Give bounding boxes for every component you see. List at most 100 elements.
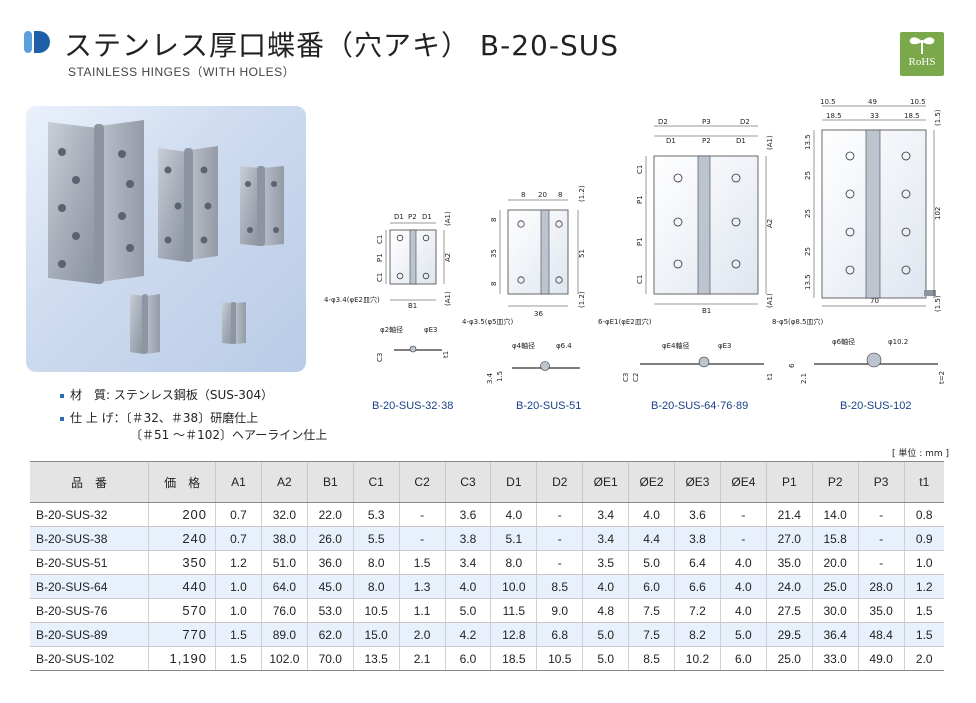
dim-102-105b: 10.5 — [910, 98, 926, 106]
column-header: P2 — [811, 461, 859, 503]
table-cell: 10.2 — [674, 646, 721, 671]
column-header: P3 — [857, 461, 905, 503]
price-cell: 240 — [148, 526, 216, 551]
dim-a1p-b: (A1) — [444, 291, 452, 306]
dim-102-15b: (1.5) — [934, 295, 942, 312]
pin-102: φ10.2 — [888, 338, 908, 346]
table-cell: - — [857, 502, 905, 527]
caption-64-76-89: B-20-SUS-64·76·89 — [651, 400, 749, 412]
pin-e3-64: φE3 — [718, 342, 732, 350]
dim-102-135b: 13.5 — [804, 274, 812, 290]
bullet-icon — [60, 393, 64, 398]
technical-drawings: D1 P2 D1 B1 C1 P1 C1 A2 (A1) (A1) 4-φ3.4… — [316, 86, 976, 416]
dim-102-21: 2.1 — [800, 373, 808, 384]
table-cell: 76.0 — [260, 598, 308, 623]
table-cell: 8.2 — [674, 622, 721, 647]
hole-note-32: 4-φ3.4(φE2皿穴) — [324, 295, 380, 304]
brand-logo-icon — [24, 31, 50, 53]
dim-102-15a: (1.5) — [934, 109, 942, 126]
column-header: ØE4 — [719, 461, 767, 503]
column-header: C2 — [398, 461, 446, 503]
table-cell: - — [719, 502, 767, 527]
dim-c1b: C1 — [376, 273, 384, 282]
column-header: 品 番 — [30, 461, 149, 503]
column-header: A2 — [260, 461, 308, 503]
pin-note-102: φ6軸径 — [832, 337, 855, 346]
table-cell: 4.4 — [628, 526, 675, 551]
dim-102-33: 33 — [870, 112, 879, 120]
table-cell: - — [536, 550, 583, 575]
table-cell: 5.0 — [582, 622, 629, 647]
spec-material: 材 質: ステンレス鋼板（SUS-304） — [60, 387, 327, 404]
table-cell: - — [857, 526, 905, 551]
dim-64-d2a: D2 — [658, 118, 668, 126]
dim-51-12b: (1.2) — [578, 291, 586, 308]
table-cell: 2.1 — [398, 646, 446, 671]
table-cell: 3.8 — [674, 526, 721, 551]
product-code-cell: B-20-SUS-38 — [30, 526, 149, 551]
dim-c1: C1 — [376, 235, 384, 244]
table-cell: 38.0 — [260, 526, 308, 551]
table-cell: 5.0 — [719, 622, 767, 647]
table-cell: 2.0 — [398, 622, 446, 647]
table-cell: 3.6 — [444, 502, 491, 527]
table-cell: 6.0 — [628, 574, 675, 599]
caption-32-38: B-20-SUS-32·38 — [372, 400, 454, 412]
column-header: C1 — [352, 461, 400, 503]
dim-64-d1a: D1 — [666, 137, 676, 145]
table-cell: 4.0 — [444, 574, 491, 599]
bullet-icon — [60, 416, 64, 421]
product-code-cell: B-20-SUS-102 — [30, 646, 149, 671]
table-cell: 5.1 — [490, 526, 537, 551]
table-cell: 30.0 — [811, 598, 859, 623]
table-cell: 36.0 — [306, 550, 354, 575]
dim-51-12a: (1.2) — [578, 185, 586, 202]
product-code-cell: B-20-SUS-89 — [30, 622, 149, 647]
dim-p1: P1 — [376, 253, 384, 262]
table-cell: 8.5 — [628, 646, 675, 671]
table-cell: 6.6 — [674, 574, 721, 599]
column-header: D1 — [490, 461, 537, 503]
product-photo — [26, 106, 306, 372]
table-cell: - — [536, 502, 583, 527]
column-header: B1 — [306, 461, 354, 503]
column-header: ØE1 — [582, 461, 629, 503]
pin-64-51: φ6.4 — [556, 342, 572, 350]
table-cell: 22.0 — [306, 502, 354, 527]
table-cell: 1.5 — [903, 598, 944, 623]
table-cell: 51.0 — [260, 550, 308, 575]
dim-102-h102: 102 — [934, 207, 942, 220]
dim-102-25c: 25 — [804, 247, 812, 256]
spec-finish-line2: 〔＃51 ～＃102〕ヘアーライン仕上 — [130, 428, 328, 442]
table-cell: 3.5 — [582, 550, 629, 575]
column-header: A1 — [215, 461, 262, 503]
dim-102-25b: 25 — [804, 209, 812, 218]
table-cell: 33.0 — [811, 646, 859, 671]
table-cell: 7.5 — [628, 622, 675, 647]
table-cell: 8.0 — [352, 550, 400, 575]
table-cell: 45.0 — [306, 574, 354, 599]
dim-51-w8b: 8 — [558, 191, 562, 199]
dim-64-a1p-b: (A1) — [766, 293, 774, 308]
spec-finish-label: 仕 上 げ — [70, 411, 114, 425]
table-cell: 24.0 — [765, 574, 813, 599]
table-cell: 0.7 — [215, 526, 262, 551]
pin-note-64: φE4軸径 — [662, 341, 690, 350]
column-header: P1 — [765, 461, 813, 503]
column-header: ØE2 — [628, 461, 675, 503]
dim-p2: P2 — [408, 213, 417, 221]
table-cell: 4.0 — [490, 502, 537, 527]
table-cell: 2.0 — [903, 646, 944, 671]
table-cell: 28.0 — [857, 574, 905, 599]
table-cell: 8.0 — [490, 550, 537, 575]
dim-102-185b: 18.5 — [904, 112, 920, 120]
dim-102-6: 6 — [788, 363, 796, 368]
table-cell: 1.0 — [215, 574, 262, 599]
dim-102-135a: 13.5 — [804, 134, 812, 150]
dim-64-d2b: D2 — [740, 118, 750, 126]
table-cell: 5.0 — [628, 550, 675, 575]
rohs-label: RoHS — [908, 56, 936, 68]
dim-t1: t1 — [442, 351, 450, 358]
dim-51-34: 3.4 — [486, 372, 494, 384]
table-cell: 9.0 — [536, 598, 583, 623]
